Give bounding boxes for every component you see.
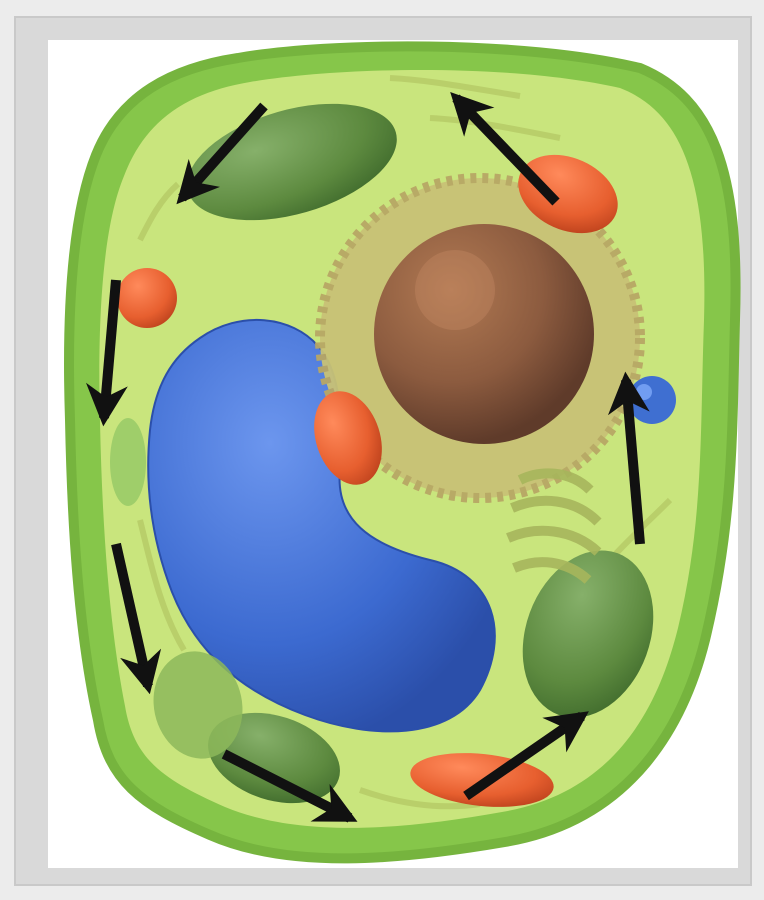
chloroplast bbox=[110, 418, 146, 506]
nucleus-highlight bbox=[415, 250, 495, 330]
vesicle-highlight bbox=[636, 384, 652, 400]
mitochondrion bbox=[117, 268, 177, 328]
nucleus bbox=[374, 224, 594, 444]
vesicle bbox=[628, 376, 676, 424]
